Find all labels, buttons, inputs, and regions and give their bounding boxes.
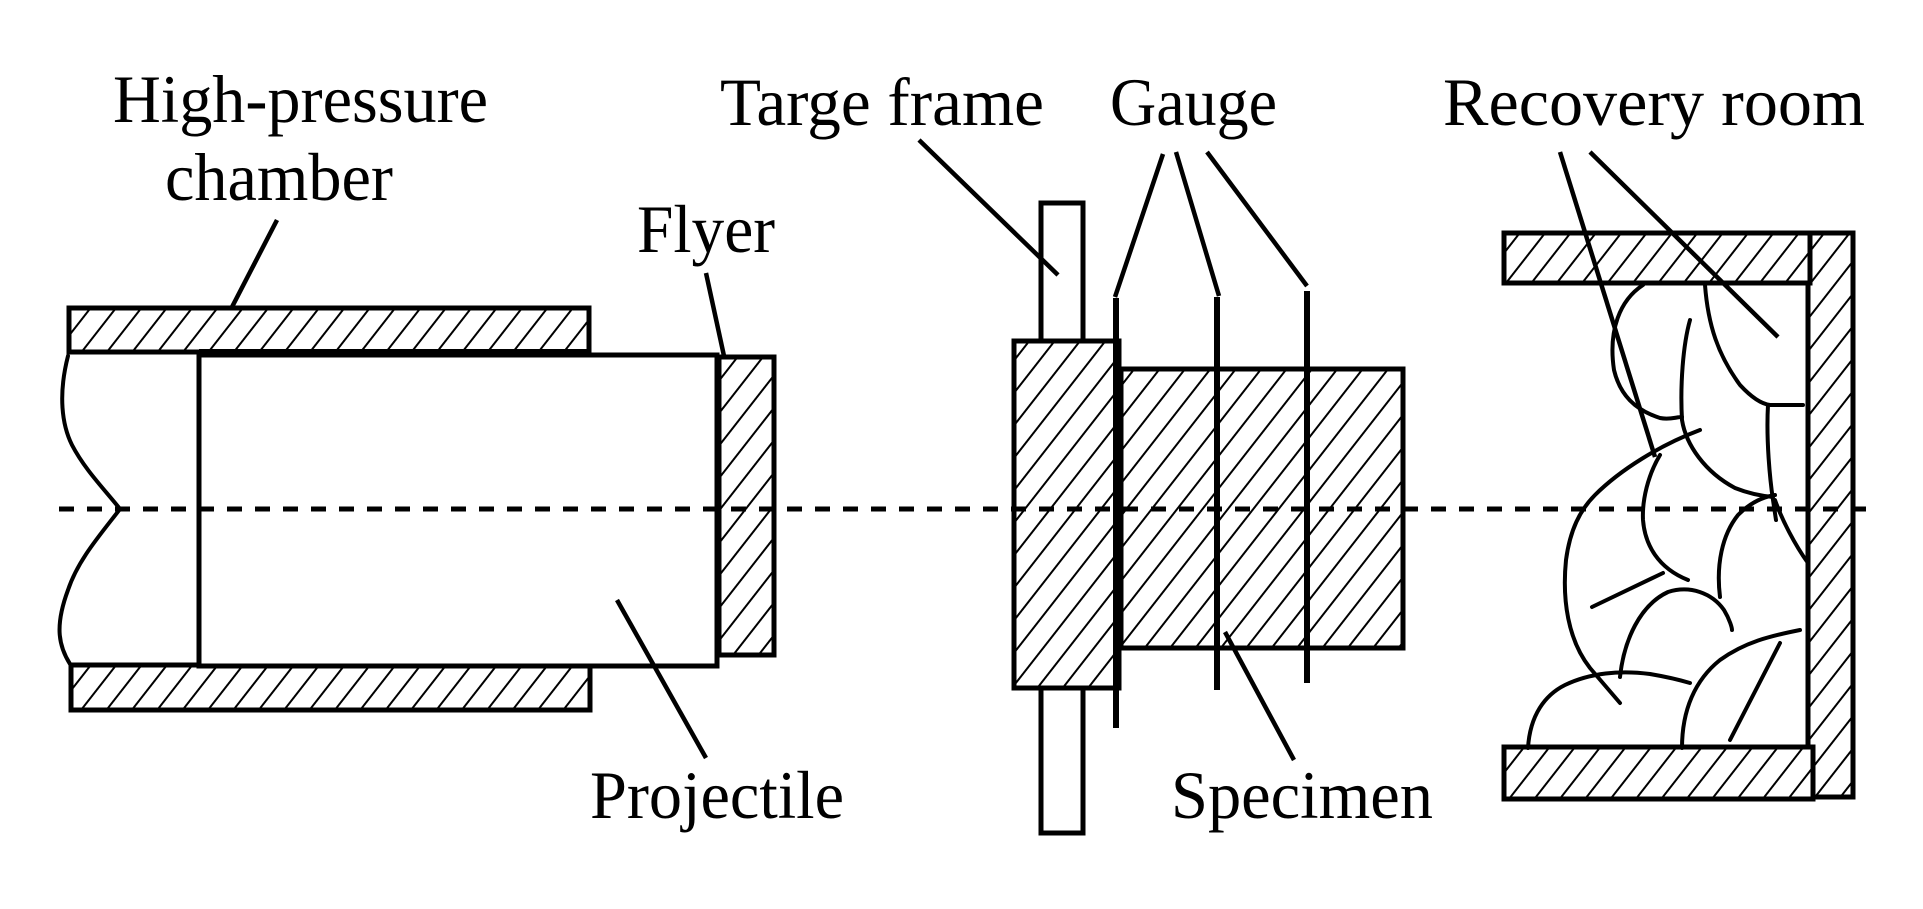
label-gauge: Gauge bbox=[1110, 64, 1277, 140]
recovery-room bbox=[1501, 230, 1856, 802]
leader-projectile bbox=[615, 598, 708, 760]
leader-flyer bbox=[703, 272, 727, 357]
fragment-curve bbox=[1680, 628, 1802, 750]
label-flyer: Flyer bbox=[637, 191, 775, 267]
gauges bbox=[1113, 291, 1310, 728]
targe-frame bbox=[1011, 200, 1122, 836]
leader-gauge-1 bbox=[1112, 153, 1166, 298]
label-recovery-room: Recovery room bbox=[1443, 64, 1865, 140]
recovery-bottom-wall bbox=[1501, 744, 1816, 802]
fragment-edge bbox=[1728, 641, 1782, 742]
label-targe-frame: Targe frame bbox=[720, 64, 1044, 140]
fragment-curve bbox=[1679, 318, 1775, 499]
recovery-back-wall bbox=[1805, 230, 1856, 800]
leader-targe-frame bbox=[917, 138, 1060, 277]
leader-recovery-room-1 bbox=[1557, 151, 1658, 458]
leader-gauge-3 bbox=[1205, 150, 1309, 288]
specimen-block bbox=[1118, 366, 1406, 651]
chamber-top-wall bbox=[66, 305, 592, 355]
fragment-edge bbox=[1590, 571, 1665, 609]
leader-lines bbox=[230, 138, 1780, 762]
leader-specimen bbox=[1223, 630, 1296, 762]
fragment-curve bbox=[1716, 493, 1777, 599]
fragment-curve bbox=[1765, 403, 1778, 522]
fragment-curve bbox=[1618, 587, 1734, 679]
fragment-curve bbox=[1526, 670, 1692, 750]
recovered-fragments bbox=[1526, 283, 1810, 750]
label-chamber: chamber bbox=[165, 139, 393, 215]
recovery-top-wall bbox=[1501, 230, 1813, 286]
flyer-plate bbox=[716, 354, 777, 658]
fragment-curve bbox=[1562, 428, 1702, 705]
labels: High-pressure chamber Flyer Targe frame … bbox=[113, 61, 1865, 833]
frame-upper-arm bbox=[1038, 200, 1086, 346]
fragment-curve bbox=[1640, 453, 1690, 582]
label-projectile: Projectile bbox=[590, 757, 844, 833]
leader-gauge-2 bbox=[1173, 151, 1222, 297]
chamber-bottom-wall bbox=[68, 662, 593, 713]
leader-high-pressure-chamber bbox=[230, 218, 279, 309]
leader-recovery-room-2 bbox=[1588, 150, 1780, 339]
label-specimen: Specimen bbox=[1171, 757, 1433, 833]
target-plate bbox=[1011, 338, 1122, 691]
frame-lower-arm bbox=[1038, 683, 1086, 836]
fragment-curve bbox=[1773, 498, 1810, 565]
fragment-curve bbox=[1610, 283, 1684, 421]
label-high-pressure: High-pressure bbox=[113, 61, 488, 137]
fragment-curve bbox=[1703, 283, 1805, 407]
